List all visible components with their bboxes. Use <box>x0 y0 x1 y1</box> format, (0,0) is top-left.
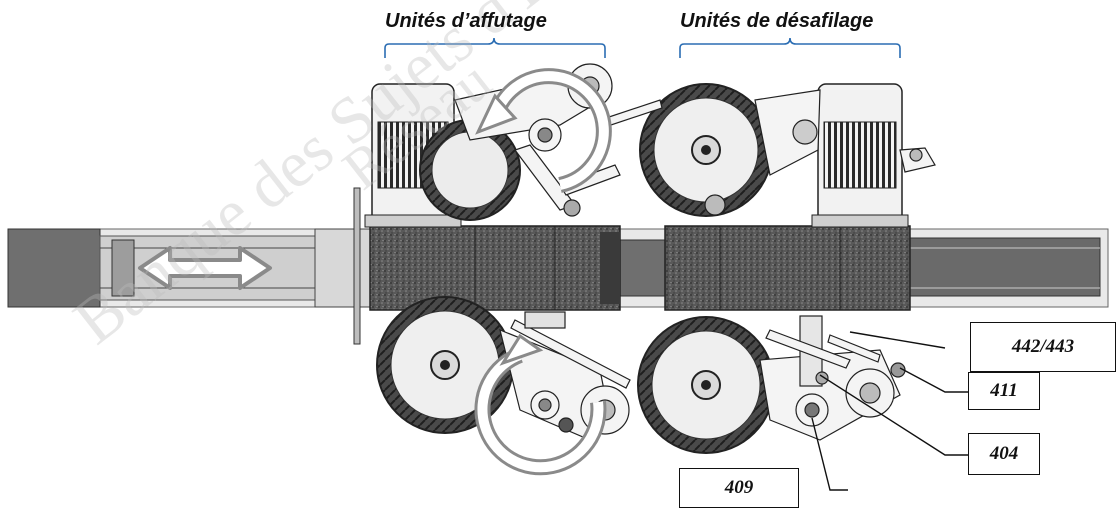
rotate-cw-icon <box>475 68 612 193</box>
foam-pad-right <box>664 225 911 311</box>
header-unthreading-units: Unités de désafilage <box>680 10 874 32</box>
arm-bottom-left <box>499 311 631 441</box>
wheel-bottom-right <box>637 316 775 454</box>
callout-404: 404 <box>968 433 1040 475</box>
bracket-sharpening <box>384 37 606 58</box>
callout-409: 409 <box>679 468 799 508</box>
callout-411: 411 <box>968 372 1040 410</box>
arm-bottom-right <box>759 315 906 441</box>
arm-top-right <box>704 89 936 216</box>
callout-442-443: 442/443 <box>970 322 1116 372</box>
motor-top-right <box>811 83 909 228</box>
wheel-top-left <box>419 119 521 221</box>
rotate-ccw-icon <box>474 333 607 476</box>
bracket-unthreading <box>679 37 901 58</box>
foam-pad-left <box>369 225 621 311</box>
leader-lines <box>811 331 968 491</box>
double-arrow-icon <box>138 246 272 290</box>
header-sharpening-units: Unités d’affutage <box>385 10 547 32</box>
